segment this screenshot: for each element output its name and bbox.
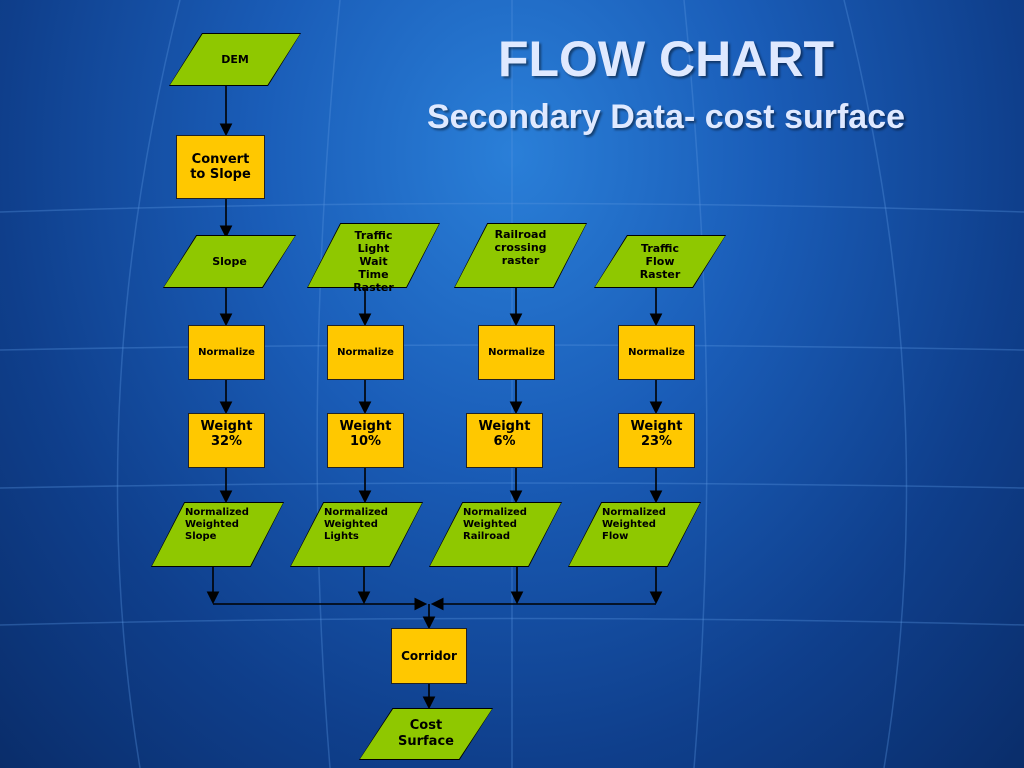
- normalize-railroad-process: Normalize: [478, 325, 555, 380]
- cost-surface-label: Cost Surface: [398, 718, 454, 749]
- slope-input: Slope: [163, 235, 296, 288]
- weight-label: Weight 23%: [630, 419, 683, 449]
- convert-to-slope-process: Convert to Slope: [176, 135, 265, 199]
- railroad-raster-label: Railroad crossing raster: [494, 228, 547, 267]
- weight-railroad-process: Weight 6%: [466, 413, 543, 468]
- normalized-weighted-slope-label: Normalized Weighted Slope: [185, 507, 249, 542]
- weight-lights-process: Weight 10%: [327, 413, 404, 468]
- weight-label: Weight 32%: [200, 419, 253, 449]
- weight-flow-process: Weight 23%: [618, 413, 695, 468]
- dem-input: DEM: [169, 33, 301, 86]
- normalize-label: Normalize: [337, 347, 394, 358]
- weight-label: Weight 10%: [339, 419, 392, 449]
- traffic-flow-raster-input: Traffic Flow Raster: [594, 235, 726, 288]
- normalized-weighted-railroad-label: Normalized Weighted Railroad: [463, 507, 527, 542]
- corridor-label: Corridor: [401, 648, 457, 663]
- normalized-weighted-slope-output: Normalized Weighted Slope: [151, 502, 284, 567]
- page-subtitle: Secondary Data- cost surface: [426, 98, 906, 136]
- normalized-weighted-lights-output: Normalized Weighted Lights: [290, 502, 423, 567]
- traffic-light-raster-input: Traffic Light Wait Time Raster: [307, 223, 440, 294]
- weight-slope-process: Weight 32%: [188, 413, 265, 468]
- convert-to-slope-label: Convert to Slope: [190, 152, 251, 182]
- corridor-process: Corridor: [391, 628, 467, 684]
- traffic-light-raster-label: Traffic Light Wait Time Raster: [353, 229, 394, 294]
- normalized-weighted-flow-output: Normalized Weighted Flow: [568, 502, 701, 567]
- normalize-label: Normalize: [628, 347, 685, 358]
- weight-label: Weight 6%: [478, 419, 531, 449]
- normalized-weighted-railroad-output: Normalized Weighted Railroad: [429, 502, 562, 567]
- normalized-weighted-lights-label: Normalized Weighted Lights: [324, 507, 388, 542]
- normalized-weighted-flow-label: Normalized Weighted Flow: [602, 507, 666, 542]
- normalize-lights-process: Normalize: [327, 325, 404, 380]
- normalize-flow-process: Normalize: [618, 325, 695, 380]
- traffic-flow-raster-label: Traffic Flow Raster: [639, 242, 681, 281]
- normalize-slope-process: Normalize: [188, 325, 265, 380]
- normalize-label: Normalize: [198, 347, 255, 358]
- railroad-raster-input: Railroad crossing raster: [454, 223, 587, 288]
- page-title: FLOW CHART: [497, 31, 835, 87]
- dem-label: DEM: [221, 53, 249, 66]
- slope-label: Slope: [212, 255, 247, 268]
- cost-surface-output: Cost Surface: [359, 708, 493, 760]
- normalize-label: Normalize: [488, 347, 545, 358]
